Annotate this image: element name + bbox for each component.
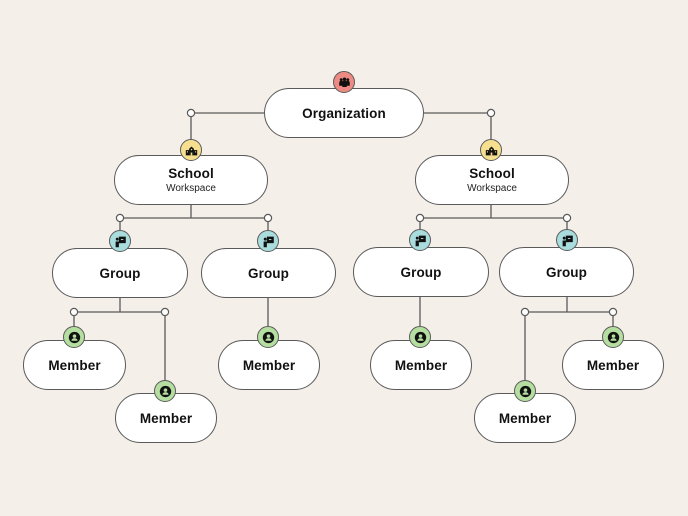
member-title: Member: [498, 410, 552, 426]
connector-dot: [160, 307, 170, 317]
member-title: Member: [139, 410, 193, 426]
organization-title: Organization: [302, 105, 386, 121]
connector-dot: [486, 108, 496, 118]
member-node[interactable]: Member: [218, 340, 320, 390]
school-subtitle: Workspace: [467, 183, 517, 194]
member-title: Member: [586, 357, 640, 373]
group-node[interactable]: Group: [52, 248, 188, 298]
member-node[interactable]: Member: [474, 393, 576, 443]
teacher-board-icon: [409, 229, 431, 251]
connector-dot: [562, 213, 572, 223]
connector-dot: [263, 213, 273, 223]
teacher-board-icon: [109, 230, 131, 252]
user-icon: [409, 326, 431, 348]
teacher-board-icon: [257, 230, 279, 252]
group-title: Group: [546, 264, 587, 280]
teacher-board-icon: [556, 229, 578, 251]
member-title: Member: [48, 357, 101, 373]
school-title: School: [168, 166, 214, 181]
member-title: Member: [394, 357, 448, 373]
connector-dot: [520, 307, 530, 317]
organization-node[interactable]: Organization: [264, 88, 424, 138]
user-icon: [602, 326, 624, 348]
group-node[interactable]: Group: [499, 247, 634, 297]
group-title: Group: [99, 265, 141, 281]
school-building-icon: [480, 139, 502, 161]
user-icon: [257, 326, 279, 348]
user-icon: [154, 380, 176, 402]
connector-dot: [186, 108, 196, 118]
group-node[interactable]: Group: [201, 248, 336, 298]
user-icon: [63, 326, 85, 348]
member-node[interactable]: Member: [23, 340, 126, 390]
school-subtitle: Workspace: [166, 183, 216, 194]
connector-dot: [608, 307, 618, 317]
group-title: Group: [248, 265, 289, 281]
member-title: Member: [242, 357, 296, 373]
group-node[interactable]: Group: [353, 247, 489, 297]
user-icon: [514, 380, 536, 402]
connector-dot: [415, 213, 425, 223]
people-group-icon: [333, 71, 355, 93]
school-title: School: [469, 166, 515, 181]
connector-dot: [69, 307, 79, 317]
connector-dot: [115, 213, 125, 223]
school-building-icon: [180, 139, 202, 161]
group-title: Group: [400, 264, 442, 280]
